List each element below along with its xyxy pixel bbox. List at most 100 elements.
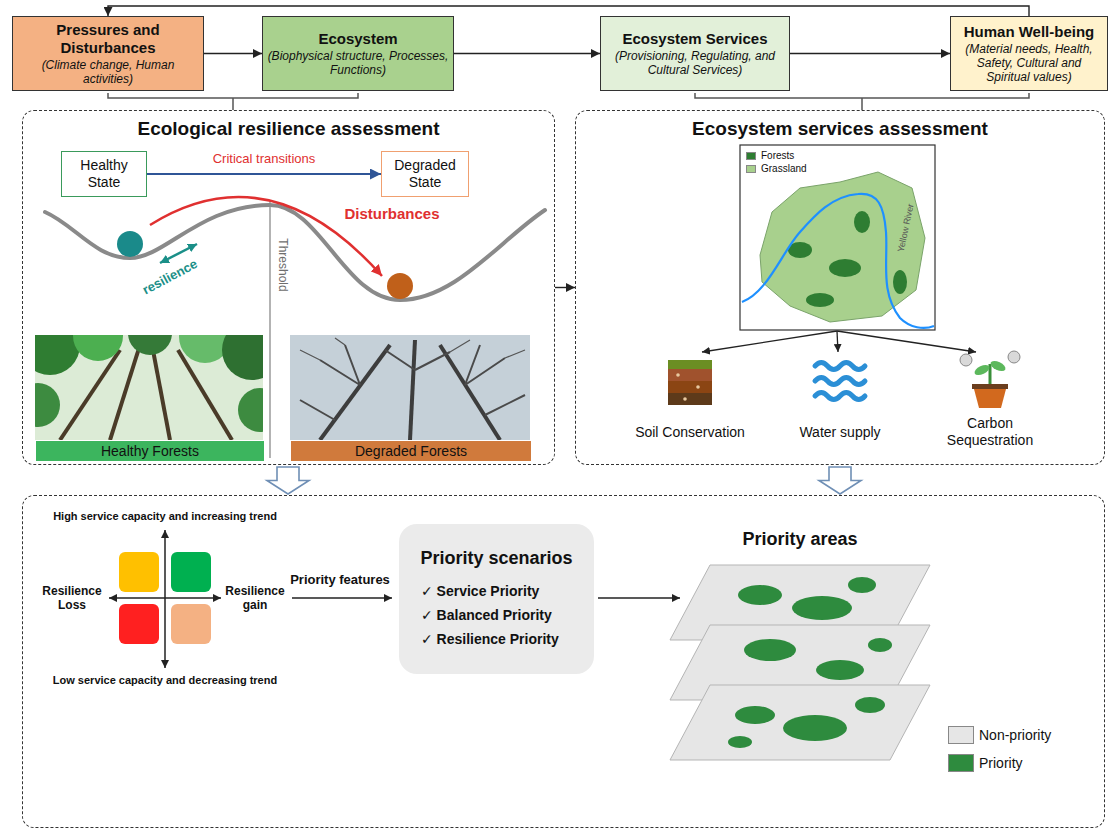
carbon-icon [960, 351, 1020, 408]
bracket-stem [861, 98, 863, 110]
tree-canopy [73, 335, 123, 361]
tree-trunk [152, 345, 170, 440]
threshold-line [269, 200, 271, 458]
services-box: Ecosystem Services(Provisioning, Regulat… [600, 16, 790, 91]
legend-swatch [948, 726, 974, 744]
legend-swatch [746, 165, 756, 173]
leader-arrow [837, 331, 976, 352]
legend-text: Grassland [761, 163, 807, 175]
legend-item: Grassland [746, 163, 807, 175]
priority-patch [728, 736, 752, 748]
legend-item: Non-priority [948, 726, 1051, 744]
map-frame [740, 145, 935, 330]
box-title: Healthy State [67, 157, 141, 191]
leader-arrow [837, 331, 838, 352]
legend-text: Priority [979, 754, 1023, 772]
plant-pot [974, 389, 1006, 408]
loess-plateau-map [740, 145, 935, 330]
forest-patch [806, 293, 834, 307]
tree-canopy [238, 388, 263, 432]
service-name: Water supply [785, 424, 895, 441]
flow-arrow [292, 597, 392, 599]
disturbance-label: Disturbances [344, 205, 439, 223]
box-title: Degraded State [387, 157, 463, 191]
tree-trunk [110, 345, 140, 440]
flow-arrow [204, 53, 262, 54]
degraded-ball [387, 273, 413, 299]
section-heading: Priority areas [742, 529, 857, 551]
co2-bubble [960, 354, 972, 366]
dead-trunk [320, 345, 390, 440]
water-wave [815, 378, 865, 385]
box-title: Pressures and Disturbances [17, 21, 199, 57]
soil-grain [683, 397, 687, 401]
soil-layer [668, 360, 712, 369]
box-text: ✓ Resilience Priority [413, 627, 580, 651]
quadrant-square [119, 604, 159, 644]
legend-text: Non-priority [979, 726, 1051, 744]
box-title: Ecosystem [318, 30, 397, 48]
service-name: Carbon Sequestration [935, 415, 1045, 449]
assessment-panel: Ecosystem services assessment [575, 110, 1105, 465]
arrow-label: Priority features [290, 572, 390, 588]
box-text: (Climate change, Human activities) [17, 58, 199, 86]
box-title: Human Well-being [964, 23, 1095, 41]
dead-trunk [410, 340, 415, 440]
flow-arrow [555, 287, 575, 288]
priority-patch [783, 715, 847, 741]
box-title: Degraded Forests [355, 442, 467, 460]
box-text: (Material needs, Health, Safety, Cultura… [955, 42, 1103, 84]
axis-arrow [164, 530, 166, 668]
box-text: ✓ Service Priority [413, 579, 580, 603]
grassland-area [760, 172, 925, 322]
tree-canopy [222, 335, 263, 380]
flow-arrow [108, 6, 1029, 16]
plant-leaf [989, 359, 1007, 373]
axis-label: High service capacity and increasing tre… [53, 510, 277, 523]
block-arrow [819, 467, 861, 494]
priority-map-layer [670, 685, 930, 760]
flow-arrow [598, 597, 680, 599]
tree-trunk [178, 350, 232, 440]
pressure-box: Pressures and Disturbances(Climate chang… [12, 16, 204, 91]
priority-patch [738, 585, 782, 605]
photo-caption-band: Degraded Forests [291, 441, 531, 461]
priority-patch [868, 638, 892, 652]
water-wave [815, 393, 865, 400]
tree-canopy [35, 335, 80, 375]
resilience-label: resilience [140, 256, 200, 298]
axis-label: Low service capacity and decreasing tren… [53, 674, 277, 687]
wellbeing-box: Human Well-being(Material needs, Health,… [950, 16, 1108, 91]
priority-patch [848, 577, 876, 593]
priority-patch [744, 639, 796, 661]
pot-soil [972, 384, 1008, 389]
legend-swatch [948, 754, 974, 772]
legend-item: Priority [948, 754, 1023, 772]
axis-label: Resilience Loss [41, 584, 103, 613]
photo-sky [290, 335, 530, 440]
service-name: Soil Conservation [625, 424, 755, 441]
bare-branches [300, 345, 525, 420]
river-line [742, 194, 934, 328]
state-box: Degraded State [381, 151, 469, 197]
healthy-forest-photo [35, 335, 263, 440]
legend-text: Forests [761, 150, 794, 162]
plant-leaf [973, 363, 991, 377]
axis-label: Resilience gain [224, 584, 286, 613]
box-title: Ecosystem services assessment [576, 111, 1104, 140]
axis-arrow [109, 597, 221, 599]
healthy-ball [117, 231, 143, 257]
block-arrow [267, 467, 309, 494]
bracket [108, 93, 358, 98]
ecosystem-box: Ecosystem(Biophysical structure, Process… [262, 16, 454, 91]
flow-arrow [790, 53, 950, 54]
box-title: Ecological resilience assessment [23, 111, 554, 140]
map-layer [670, 685, 930, 760]
edge-label: Critical transitions [210, 151, 319, 167]
priority-patch [816, 660, 864, 680]
box-text: (Provisioning, Regulating, and Cultural … [605, 49, 785, 77]
box-text: (Biophysical structure, Processes, Funct… [267, 49, 449, 77]
bracket [695, 93, 1029, 98]
bare-twigs [300, 338, 525, 360]
